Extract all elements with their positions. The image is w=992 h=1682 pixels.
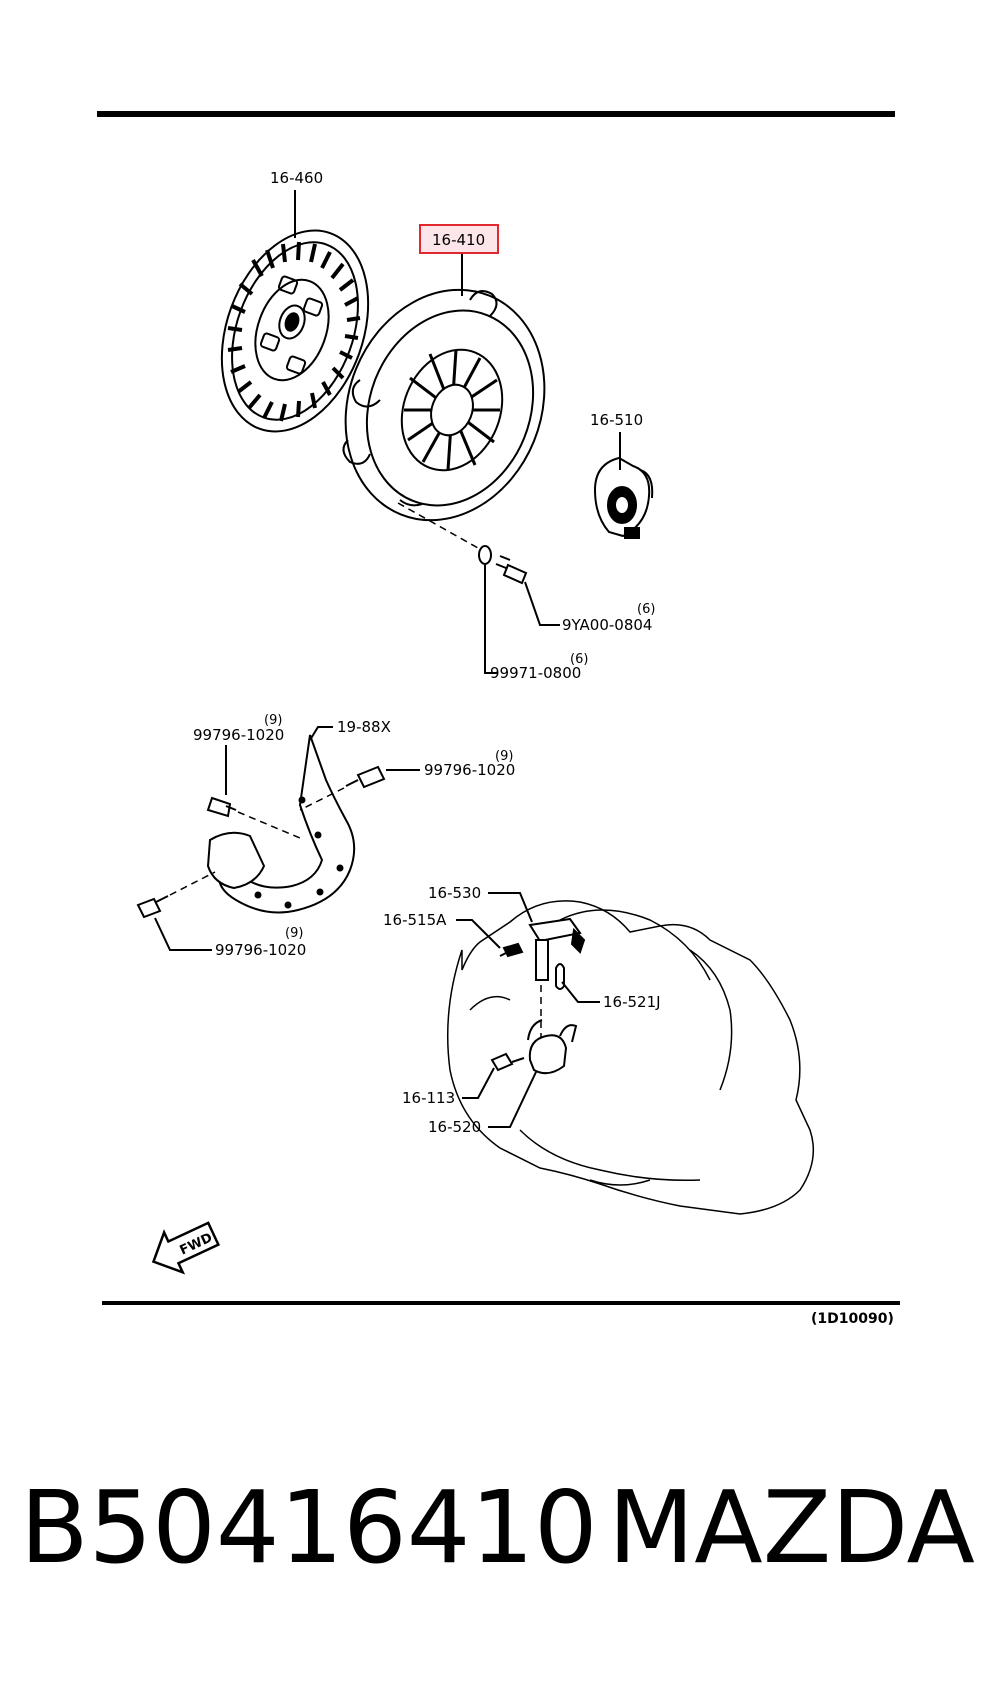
label-plate-bolt-top: 99796-1020 [193,726,284,744]
end-plate-drawing [206,734,356,914]
label-16-520: 16-520 [428,1118,481,1136]
release-spring-drawing [555,963,565,990]
plate-bolt-top-drawing [206,796,237,818]
plate-bolt-right-drawing [345,765,386,789]
label-9ya00: 9YA00-0804 [562,616,652,634]
caption: B50416410 MAZDA [20,1468,980,1608]
leader-19-88x [309,726,333,741]
label-plate-bolt-right: 99796-1020 [424,761,515,779]
highlight-box-16-410 [419,224,499,254]
bushing-drawing [499,942,524,958]
label-16-510: 16-510 [590,411,643,429]
leader-16-520 [488,1071,537,1128]
release-bolt-drawing [490,1052,525,1072]
leader-9ya00 [524,581,560,626]
qty-99971: (6) [570,652,588,667]
qty-plate-bolt-bottom: (9) [285,926,303,941]
clutch-cover-drawing [342,288,546,522]
release-shaft-drawing [528,917,586,981]
cover-bolt-drawing [495,555,528,585]
fwd-arrow-icon: FWD [151,1221,221,1275]
qty-plate-bolt-right: (9) [495,749,513,764]
dash-plate-bolt-right [299,787,345,811]
release-fork-drawing [527,1019,578,1075]
label-16-410[interactable]: 16-410 [432,231,485,249]
lock-washer-drawing [478,545,492,565]
dash-cover-washer [397,502,479,549]
leader-99971 [484,565,497,674]
qty-9ya00: (6) [637,602,655,617]
label-plate-bolt-bottom: 99796-1020 [215,941,306,959]
plate-bolt-bottom-drawing [136,895,169,919]
leader-16-530 [488,892,533,923]
label-16-521j: 16-521J [603,993,661,1011]
brand-name: MAZDA [608,1469,975,1586]
diagram-reference: (1D10090) [811,1311,894,1327]
clutch-disc-drawing [220,229,370,433]
leader-16-515a [456,919,501,949]
qty-plate-bolt-top: (9) [264,713,282,728]
leader-16-521j [561,981,600,1003]
leader-plate-bolt-bottom [154,917,212,951]
label-16-113: 16-113 [402,1089,455,1107]
label-16-515a: 16-515A [383,911,447,929]
part-number: B50416410 [20,1469,598,1586]
label-99971: 99971-0800 [490,664,581,682]
label-19-88x: 19-88X [337,718,391,736]
dash-plate-bolt-bottom [169,871,216,896]
release-bearing-drawing [593,456,654,539]
label-16-530: 16-530 [428,884,481,902]
transmission-housing-drawing [447,900,815,1215]
label-16-460: 16-460 [270,169,323,187]
leader-16-113 [462,1067,495,1099]
